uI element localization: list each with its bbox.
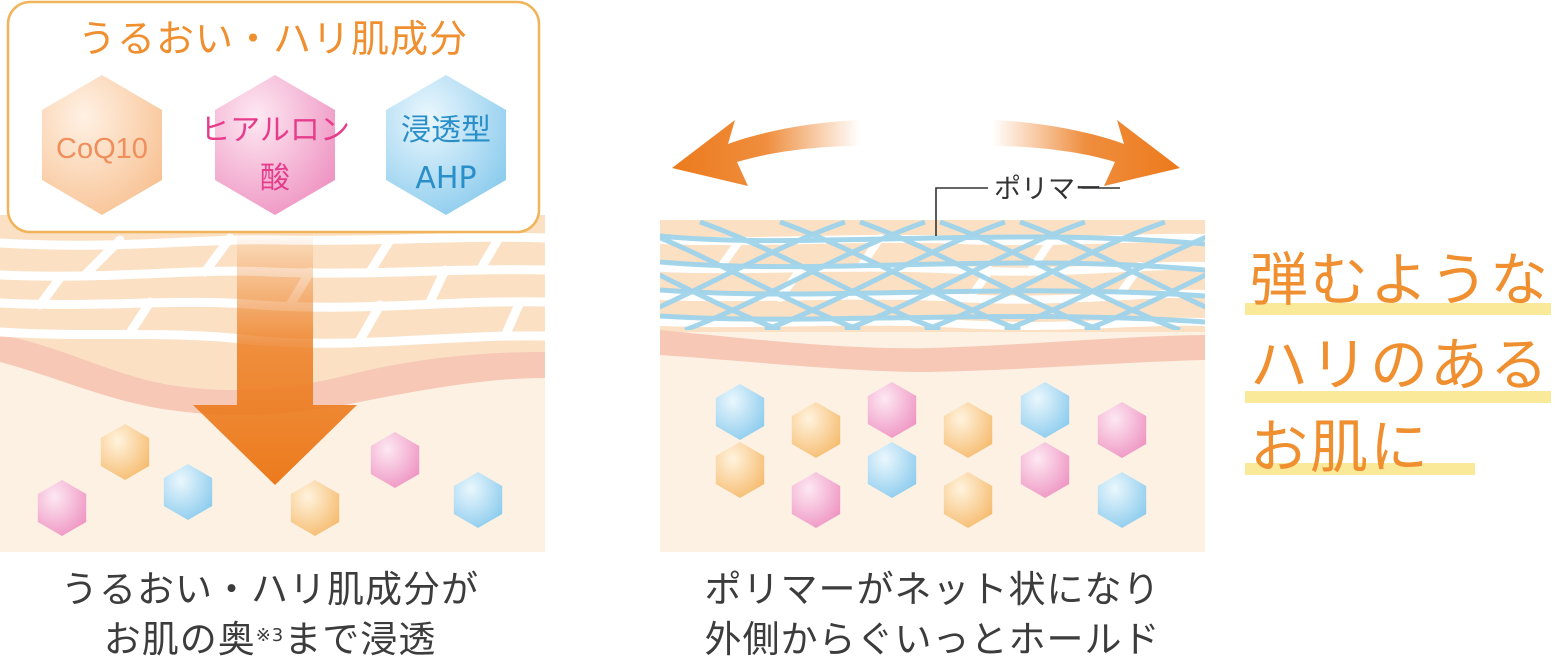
particle-hex — [37, 480, 87, 536]
particle-hex — [1097, 402, 1147, 458]
right-caption: ポリマーがネット状になり 外側からぐいっとホールド — [660, 565, 1205, 665]
claim-line-1: 弾むような — [1250, 246, 1551, 314]
particle-hex — [290, 480, 340, 536]
particle-hex — [943, 472, 993, 528]
particle-hex — [715, 384, 765, 440]
particle-hex — [1020, 382, 1070, 438]
particle-hex — [453, 472, 503, 528]
left-caption-line-1: うるおい・ハリ肌成分が — [61, 568, 479, 611]
particle-hex — [715, 442, 765, 498]
particle-hex — [867, 382, 917, 438]
coq10-label: CoQ10 — [56, 133, 148, 165]
particle-hex — [867, 442, 917, 498]
hyaluronic-hex — [215, 75, 335, 215]
coq10-hex — [42, 75, 162, 215]
polymer-callout: ポリマー — [935, 174, 1120, 236]
particle-hex — [1097, 472, 1147, 528]
left-caption-2b: まで浸透 — [284, 618, 437, 661]
stretch-arrows — [672, 120, 1180, 186]
right-caption-line-2: 外側からぐいっとホールド — [704, 618, 1161, 661]
particle-hex — [1020, 442, 1070, 498]
particles — [37, 382, 1147, 536]
box-title: うるおい・ハリ肌成分 — [78, 17, 468, 61]
left-caption-2a: お肌の奥 — [103, 618, 256, 661]
claim-line-3: お肌に — [1250, 413, 1431, 481]
left-caption-line-2: お肌の奥※3まで浸透 — [10, 615, 530, 665]
claim-highlights — [1245, 303, 1551, 475]
right-caption-line-1: ポリマーがネット状になり — [704, 568, 1161, 611]
left-caption: うるおい・ハリ肌成分が お肌の奥※3まで浸透 — [10, 565, 530, 665]
footnote-mark: ※3 — [255, 625, 285, 646]
penetration-arrow — [193, 230, 357, 485]
particle-hex — [100, 424, 150, 480]
particle-hex — [791, 472, 841, 528]
right-skin — [656, 220, 1209, 552]
polymer-label: ポリマー — [994, 174, 1102, 205]
ahp-hex — [386, 75, 506, 215]
hyaluronic-label: ヒアルロン酸 — [200, 113, 350, 196]
claim-line-2: ハリのある — [1250, 331, 1551, 399]
particle-hex — [163, 464, 213, 520]
particle-hex — [791, 402, 841, 458]
particle-hex — [370, 432, 420, 488]
particle-hex — [943, 402, 993, 458]
